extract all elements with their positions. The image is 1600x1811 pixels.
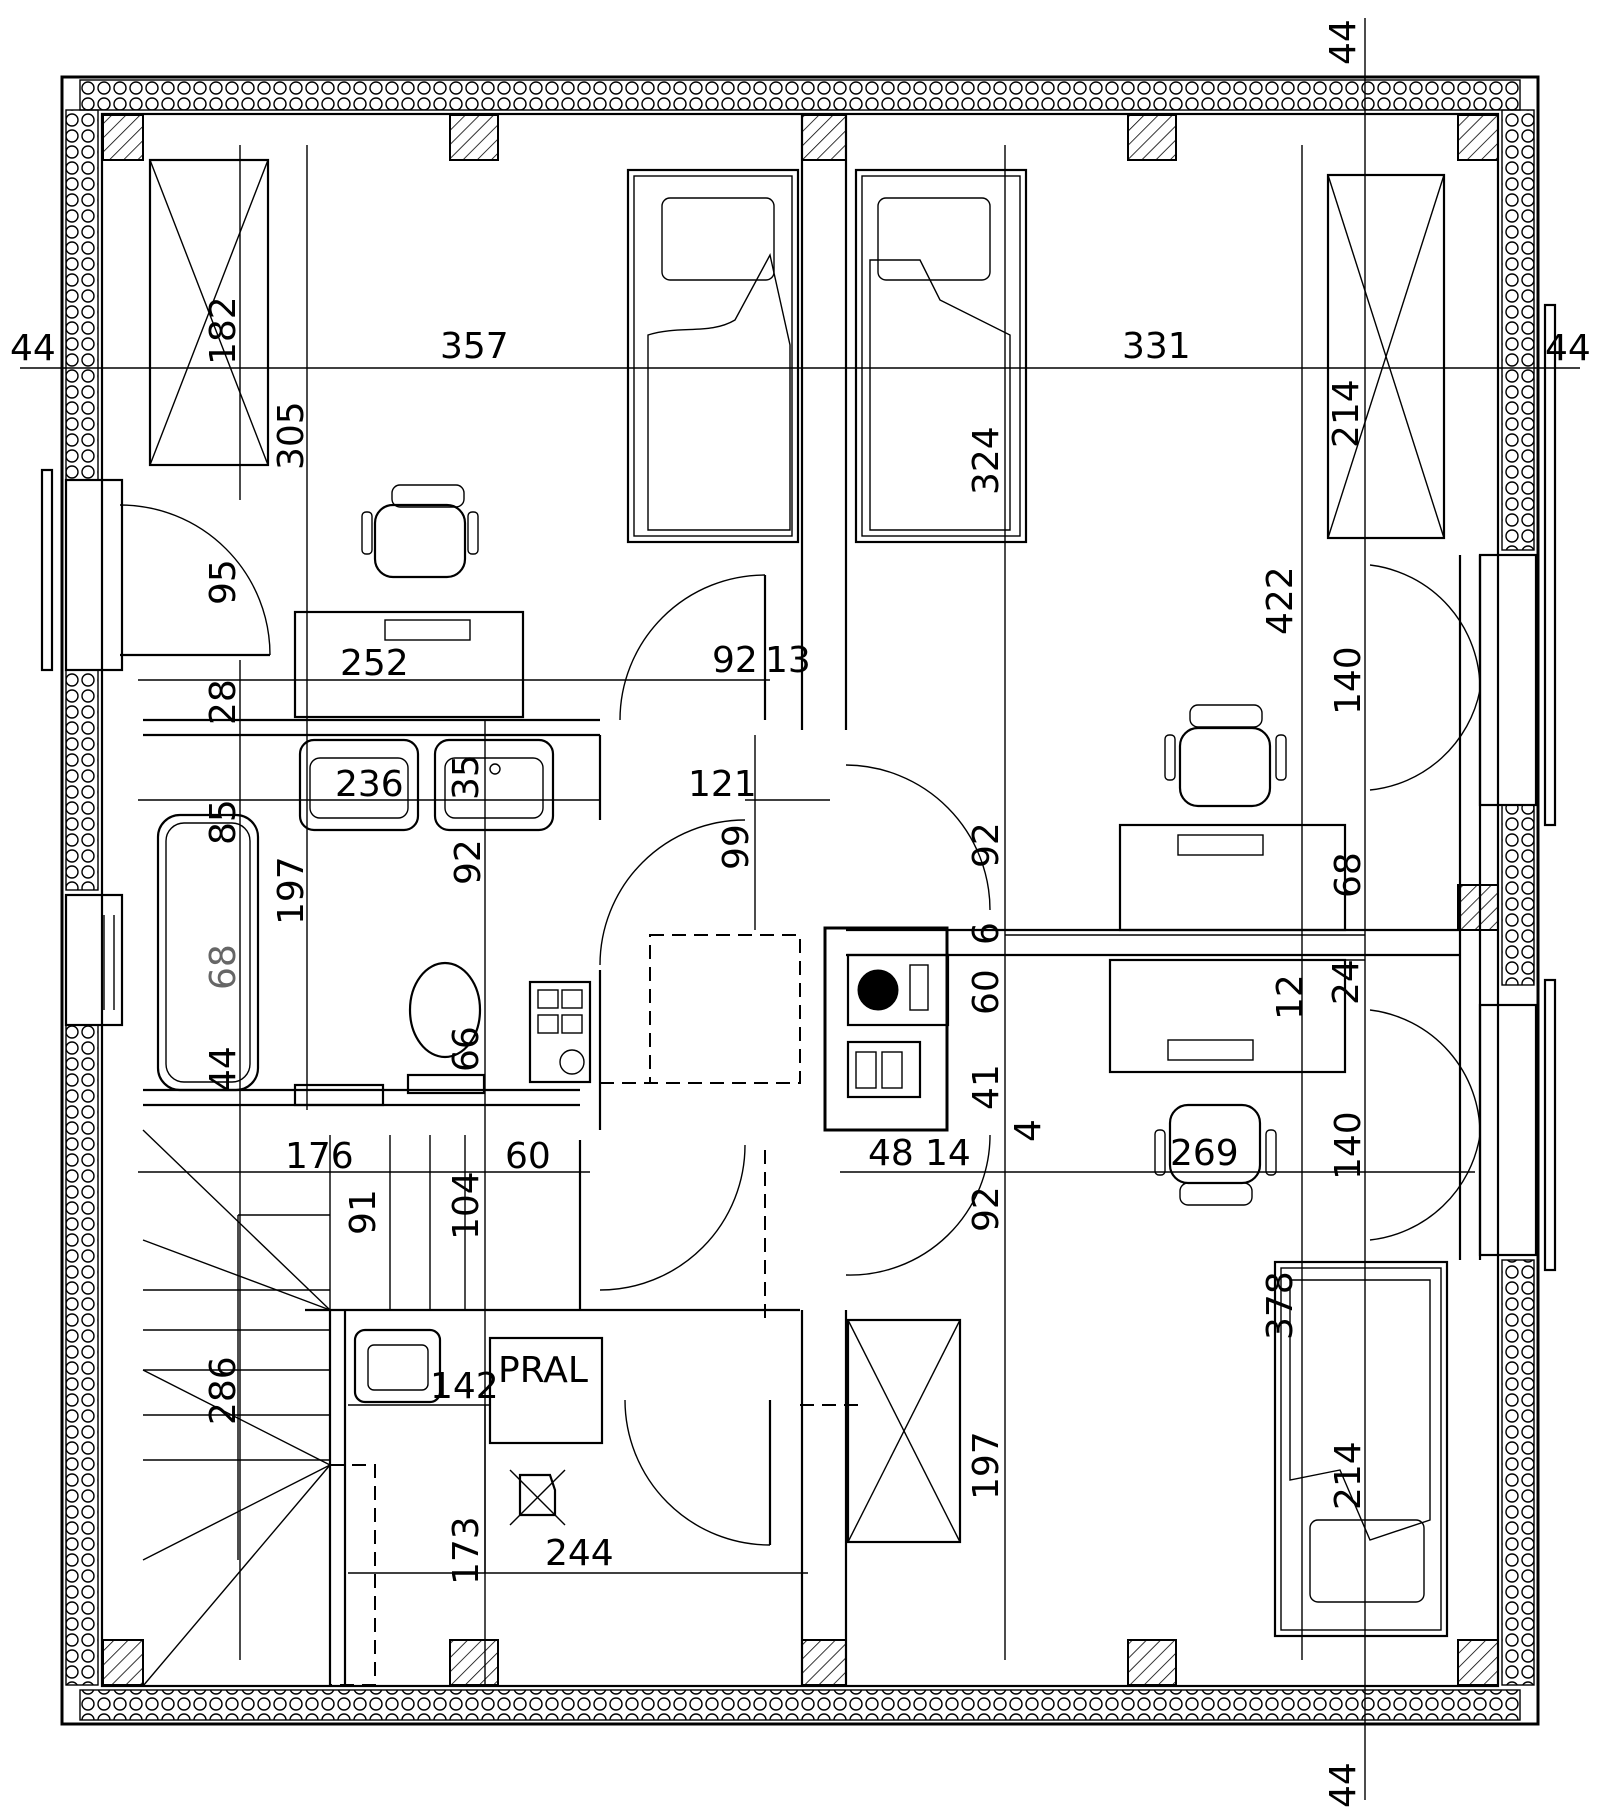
dim-bath-35: 35 [446,754,487,800]
dim-corridor-14: 14 [925,1133,971,1174]
bed-right-bottom [1273,1260,1449,1638]
dim-door-92-top: 92 [712,640,758,681]
dim-stair-286: 286 [203,1356,244,1425]
attic-hatch [600,934,858,1406]
dim-room-378: 378 [1260,1271,1301,1340]
doors [119,504,1481,1546]
dim-wardrobe-right-bottom: 214 [1328,1441,1369,1510]
interior-walls [143,114,1482,1686]
dimension-labels: 44 44 44 44 357 331 182 305 95 252 28 92… [10,19,1591,1808]
dim-bath-236: 236 [335,764,404,805]
dim-room-width-right: 331 [1122,326,1191,367]
dimension-lines [20,18,1580,1800]
bed-left [626,168,800,544]
dim-offset-12: 12 [1270,974,1311,1020]
chair-right-mid [1154,1103,1277,1206]
dim-left-outer: 44 [10,328,56,369]
dim-desk-269: 269 [1170,1133,1239,1174]
dim-room-depth-left: 305 [271,401,312,470]
chair-left [361,484,479,579]
dim-window-140-bottom: 140 [1328,1111,1369,1180]
dim-bed-324: 324 [966,426,1007,495]
dim-bath-44: 44 [203,1046,244,1092]
dim-bath-85: 85 [203,799,244,845]
closet-center [846,1318,962,1544]
dim-door-92-mid: 92 [966,822,1007,868]
dim-offset-4: 4 [1008,1119,1049,1142]
laundry-label: PRAL [498,1350,588,1391]
staircase [142,1129,466,1687]
dim-stair-60: 60 [505,1136,551,1177]
dim-desk-left: 252 [340,643,409,684]
dim-wardrobe-right-top: 214 [1326,379,1367,448]
wardrobe-right-top [1326,173,1446,540]
dim-laundry-173: 173 [446,1516,487,1585]
dim-chimney-60: 60 [966,969,1007,1015]
dim-room-width-left: 357 [440,326,509,367]
dim-window-140-top: 140 [1328,646,1369,715]
dim-tub-68: 68 [203,944,244,990]
toilet [293,961,486,1107]
windows [40,303,1557,1272]
dim-corridor-121: 121 [688,764,757,805]
dim-corridor-48: 48 [868,1133,914,1174]
dim-stair-91: 91 [343,1189,384,1235]
dim-closet-197: 197 [966,1431,1007,1500]
dim-bottom-outer-right: 44 [1323,1762,1364,1808]
dim-stair-104: 104 [446,1171,487,1240]
boiler [528,980,592,1084]
laundry-fixtures [353,1328,604,1526]
dim-bath-197: 197 [271,856,312,925]
dim-door-92-low: 92 [966,1186,1007,1232]
bed-middle [854,168,1028,544]
dim-offset-6: 6 [966,922,1007,945]
dim-laundry-142: 142 [430,1366,499,1407]
washbasins [298,738,555,832]
dim-corridor-99: 99 [716,824,757,870]
dim-room-depth-right: 422 [1260,566,1301,635]
dim-door-left: 95 [203,559,244,605]
dim-top-outer-right: 44 [1323,19,1364,65]
dim-stair-176: 176 [285,1136,354,1177]
dim-chimney-41: 41 [966,1064,1007,1110]
dim-toilet-66: 66 [446,1026,487,1072]
desk-left [293,610,525,719]
wardrobe-left [148,158,270,467]
chair-right-top [1164,704,1287,808]
dim-offset-24: 24 [1326,959,1367,1005]
dim-right-outer: 44 [1545,328,1591,369]
outer-walls [60,75,1540,1726]
chimney [823,926,950,1132]
dim-wardrobe-left: 182 [203,296,244,365]
desk-right-mid [1108,958,1347,1074]
dim-offset-28: 28 [203,679,244,725]
bathtub [156,813,260,1092]
dim-desk-68: 68 [1328,852,1369,898]
dim-laundry-244: 244 [545,1533,614,1574]
dim-offset-13: 13 [765,640,811,681]
desk-right-top [1118,823,1347,932]
dim-bathroom-92: 92 [448,839,489,885]
